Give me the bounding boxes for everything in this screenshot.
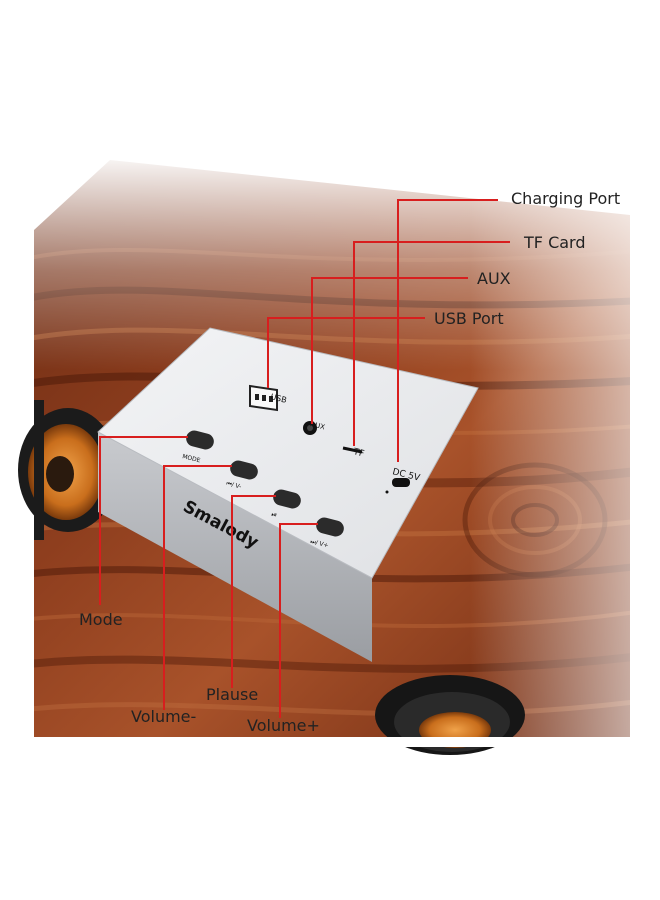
indicator-led <box>385 490 389 494</box>
tf-label: TF <box>351 447 365 460</box>
callout-charging-port: Charging Port <box>511 189 621 208</box>
volume-up-button[interactable] <box>314 516 345 538</box>
callout-aux: AUX <box>477 269 511 288</box>
callout-tf-card: TF Card <box>524 233 586 252</box>
bottom-speaker <box>370 675 540 755</box>
usb-port[interactable] <box>249 384 278 412</box>
mode-button[interactable] <box>184 429 215 451</box>
tf-card-slot[interactable] <box>342 446 363 454</box>
callout-usb-port: USB Port <box>434 309 504 328</box>
panel-front-face <box>98 432 372 662</box>
volume-down-button[interactable] <box>228 459 259 481</box>
leader-lines <box>99 199 510 718</box>
volume-down-label: ⏮/ V- <box>226 480 242 490</box>
play-pause-button[interactable] <box>271 488 302 510</box>
left-speaker <box>18 400 118 540</box>
usb-label: USB <box>270 392 288 405</box>
volume-up-label: ⏭/ V+ <box>310 538 330 549</box>
wood-cabinet <box>0 150 660 900</box>
mode-label: MODE <box>182 453 202 464</box>
callout-mode: Mode <box>79 610 123 629</box>
callout-plause: Plause <box>206 685 259 704</box>
charging-port[interactable] <box>392 478 410 487</box>
play-pause-label: ⏯ <box>271 510 278 519</box>
aux-label: AUX <box>310 420 326 431</box>
callout-volume-minus: Volume- <box>131 707 197 726</box>
callout-volume-plus: Volume+ <box>247 716 320 735</box>
